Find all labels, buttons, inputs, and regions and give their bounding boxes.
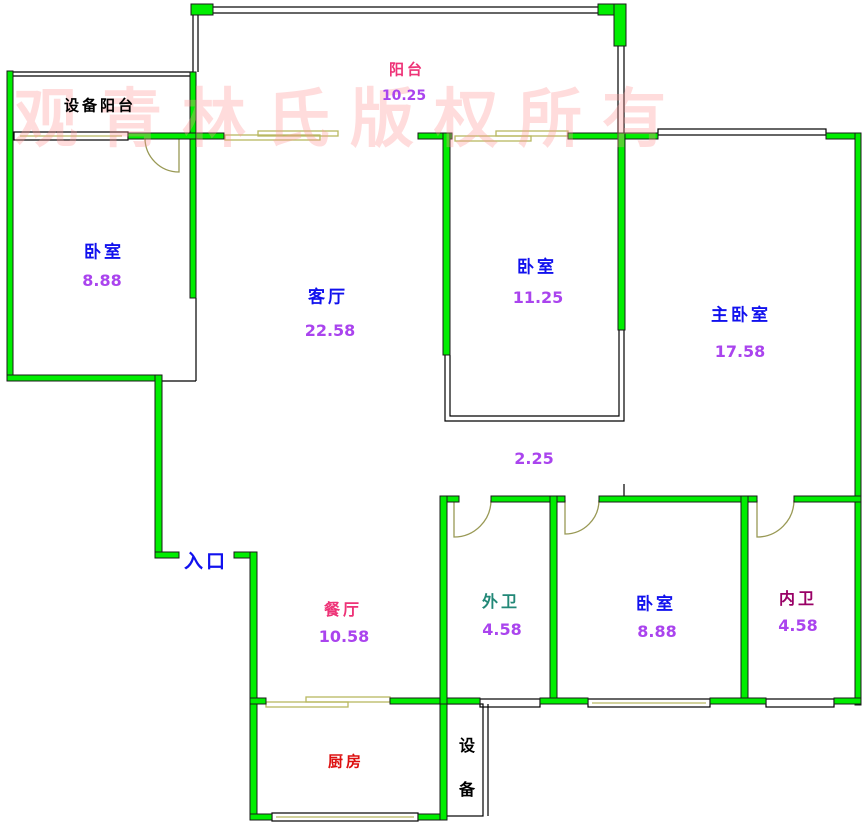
room-area-guest-bathroom: 4.58 [482,620,522,639]
bedroom-slider-a [454,135,532,142]
kitchen-slider-a [265,701,349,708]
wall-bedroom-south-bottom-left [539,697,589,705]
wall-east-outer [854,132,862,706]
room-area-bedroom-west: 8.88 [82,271,122,290]
room-area-bedroom-south: 8.88 [637,622,677,641]
wall-master-bath-bottom [833,697,862,705]
wall-bedroom-mid-left [442,132,451,356]
wall-guest-bath-bottom [446,697,481,705]
wall-bedroom-mid-right [617,132,626,331]
wall-guest-bath-left [439,495,448,705]
room-name-living-room: 客厅 [308,287,348,308]
wall-entrance-left [154,374,163,559]
door-swings [144,137,795,538]
room-name-balcony: 阳台 [388,60,426,79]
wall-living-top-mid [417,132,453,140]
balcony-railing [211,6,601,14]
guest-bath-window [479,698,541,708]
bedroom-middle-lower-edge [444,330,625,422]
room-area-balcony: 10.25 [381,88,427,104]
living-slider-a [224,134,321,141]
wall-kitchen-top-right [389,697,441,705]
room-name-dining-room: 餐厅 [323,600,363,619]
door-master-bath [756,499,795,538]
wall-kitchen-bottom-left [249,813,273,821]
wall-guest-bath-right [549,495,558,705]
room-name-bedroom-middle: 卧室 [517,257,557,278]
room-name-master-bedroom: 主卧室 [711,305,771,326]
room-area-corridor: 2.25 [514,449,554,468]
master-window-frame [657,128,827,136]
wall-guest-bath-top-right [490,495,566,503]
room-name-bedroom-south: 卧室 [636,594,676,615]
walls [6,3,862,821]
wall-balcony-ne-side [613,3,627,47]
wall-bedroom-south-top [598,495,758,503]
door-bedroom-west [144,137,180,173]
room-area-dining-room: 10.58 [318,627,370,646]
wall-entrance-left-return [154,551,180,559]
wall-dining-left [249,551,258,821]
wall-bedroom-south-right [740,495,749,705]
wall-bedroom-west-bottom [6,374,163,382]
room-name-bedroom-west: 卧室 [84,242,124,263]
wall-balcony-nw [190,3,214,16]
kitchen-slider-b [305,696,391,703]
master-bath-window [765,698,835,708]
wall-living-top-left [195,132,225,140]
door-bedroom-south [564,499,600,535]
room-area-bedroom-middle: 11.25 [512,288,564,307]
wall-kitchen-top-left [249,697,267,705]
entrance-label: 入口 [183,550,229,573]
room-area-master-bathroom: 4.58 [778,616,818,635]
wall-master-bath-top [793,495,862,503]
room-name-guest-bathroom: 外卫 [481,592,521,611]
room-area-living-room: 22.58 [304,321,356,340]
equipment-shaft-char: 备 [458,780,475,799]
sliding-doors [20,130,706,818]
wall-bedroom-west-right [189,71,197,299]
equipment-shaft-label: 设 备 [457,724,477,812]
room-name-kitchen: 厨房 [327,752,365,771]
wall-kitchen-right [439,697,448,821]
equipment-shaft-char: 设 [458,736,475,755]
wall-bedroom-south-bottom-right [709,697,767,705]
watermark: 观青林氏版权所有 [14,83,686,157]
room-name-master-bathroom: 内卫 [778,589,818,608]
living-slider-b [257,130,339,137]
room-name-equipment-balcony: 设备阳台 [63,96,137,115]
room-area-master-bedroom: 17.58 [714,342,766,361]
door-guest-bath [453,499,492,538]
bedroom-middle-lower-edge-inner [449,330,620,417]
wall-west-outer [6,70,14,382]
